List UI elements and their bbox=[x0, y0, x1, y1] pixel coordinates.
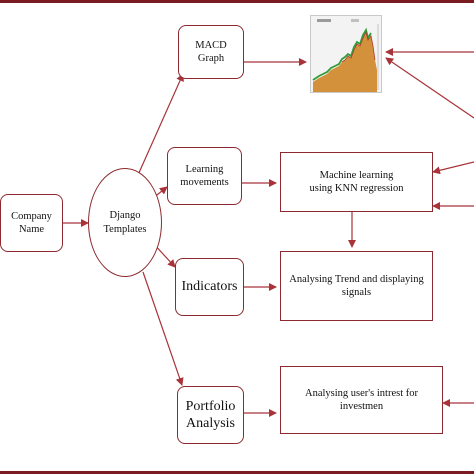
macd-graph-label: MACD Graph bbox=[195, 39, 227, 64]
macd-graph-node: MACD Graph bbox=[178, 25, 244, 79]
django-templates-node: Django Templates bbox=[88, 168, 162, 277]
machine-learning-node: Machine learning using KNN regression bbox=[280, 152, 433, 212]
machine-learning-label: Machine learning using KNN regression bbox=[309, 169, 404, 194]
analysing-trend-node: Analysing Trend and displaying signals bbox=[280, 251, 433, 321]
arrow-right-to-ml-upper bbox=[432, 161, 474, 175]
indicators-label: Indicators bbox=[181, 279, 238, 295]
analysing-trend-label: Analysing Trend and displaying signals bbox=[289, 273, 424, 298]
company-name-node: Company Name bbox=[0, 194, 63, 252]
portfolio-analysis-node: Portfolio Analysis bbox=[177, 386, 244, 444]
arrow-django-to-macd bbox=[137, 73, 184, 176]
arrow-right-to-chart-diag bbox=[385, 57, 474, 119]
learning-movements-node: Learning movements bbox=[167, 147, 242, 205]
arrow-django-to-portfolio bbox=[142, 271, 184, 386]
indicators-node: Indicators bbox=[175, 258, 244, 316]
django-templates-label: Django Templates bbox=[103, 209, 147, 235]
learning-movements-label: Learning movements bbox=[180, 163, 229, 188]
stock-price-chart-thumbnail bbox=[310, 15, 382, 93]
company-name-label: Company Name bbox=[11, 210, 52, 235]
portfolio-analysis-label: Portfolio Analysis bbox=[185, 398, 236, 432]
top-border bbox=[0, 0, 474, 3]
chart-thumbnail-graphic bbox=[311, 16, 381, 92]
analysing-users-node: Analysing user's intrest for investmen bbox=[280, 366, 443, 434]
bottom-border bbox=[0, 471, 474, 474]
analysing-users-label: Analysing user's intrest for investmen bbox=[305, 387, 418, 412]
